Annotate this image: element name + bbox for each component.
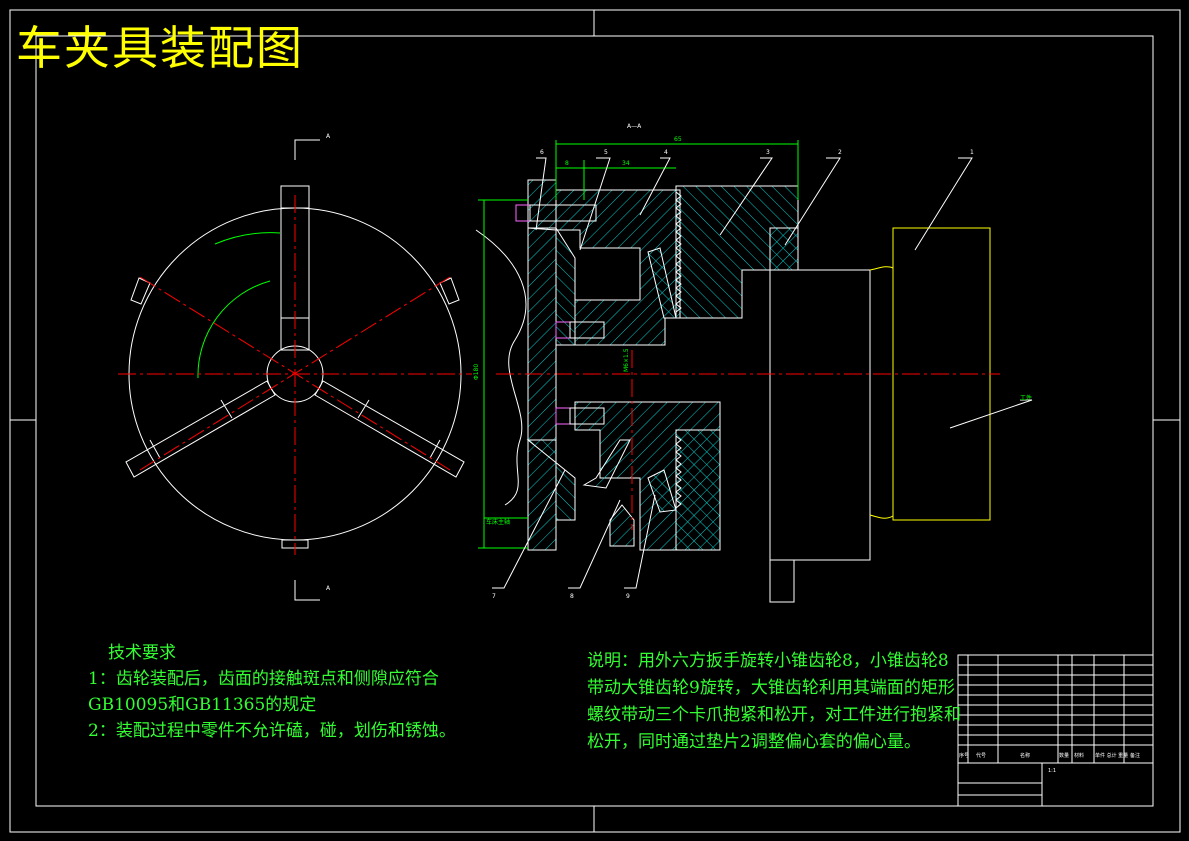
dim-diameter-180: Φ180 bbox=[473, 364, 480, 380]
tech-requirements: 技术要求 1：齿轮装配后，齿面的接触斑点和侧隙应符合GB10095和GB1136… bbox=[88, 640, 488, 744]
sheet-frame bbox=[9, 9, 1181, 833]
tb-col-name: 名称 bbox=[1020, 752, 1030, 759]
lathe-spindle-label: 车床主轴 bbox=[486, 518, 510, 526]
tb-col-index: 序号 bbox=[959, 752, 969, 759]
operation-note: 说明：用外六方扳手旋转小锥齿轮8，小锥齿轮8带动大锥齿轮9旋转，大锥齿轮利用其端… bbox=[587, 651, 961, 752]
title-block bbox=[957, 654, 1154, 807]
section-mark-bottom: A bbox=[326, 585, 331, 592]
dim-thread: M6×1.5 bbox=[623, 348, 630, 372]
part-number-6: 6 bbox=[540, 149, 544, 156]
tb-col-material: 材料 bbox=[1074, 752, 1084, 759]
dim-34: 34 bbox=[622, 160, 630, 167]
part-number-2: 2 bbox=[838, 149, 842, 156]
tb-col-weight: 单件 总计 重量 bbox=[1095, 752, 1128, 759]
front-view-centerlines bbox=[118, 195, 472, 555]
tech-requirement-item: 1：齿轮装配后，齿面的接触斑点和侧隙应符合GB10095和GB11365的规定 bbox=[88, 669, 439, 715]
section-view bbox=[475, 179, 871, 603]
section-marks bbox=[294, 139, 320, 601]
tb-col-code: 代号 bbox=[976, 752, 986, 759]
tb-col-remark: 备注 bbox=[1130, 752, 1140, 759]
part-number-3: 3 bbox=[766, 149, 770, 156]
tb-scale: 1:1 bbox=[1048, 768, 1056, 774]
dim-8: 8 bbox=[565, 160, 569, 167]
page-title: 车夹具装配图 bbox=[16, 21, 304, 75]
part-number-8: 8 bbox=[570, 593, 574, 600]
part-number-1: 1 bbox=[970, 149, 974, 156]
part-number-9: 9 bbox=[626, 593, 630, 600]
workpiece-label: 工件 bbox=[1020, 394, 1032, 402]
part-number-7: 7 bbox=[492, 593, 496, 600]
section-centerlines bbox=[496, 350, 1000, 530]
workpiece-outline bbox=[869, 227, 991, 521]
part-leaders bbox=[492, 157, 1033, 589]
tb-col-qty: 数量 bbox=[1059, 752, 1069, 759]
part-number-5: 5 bbox=[604, 149, 608, 156]
dimension-lines bbox=[478, 140, 799, 549]
tech-requirements-heading: 技术要求 bbox=[108, 643, 176, 663]
dim-65: 65 bbox=[674, 136, 682, 143]
section-mark-top: A bbox=[326, 133, 331, 140]
section-label-aa: A—A bbox=[627, 123, 642, 130]
part-number-4: 4 bbox=[664, 149, 668, 156]
tech-requirement-item: 2：装配过程中零件不允许磕，碰，划伤和锈蚀。 bbox=[88, 721, 456, 741]
